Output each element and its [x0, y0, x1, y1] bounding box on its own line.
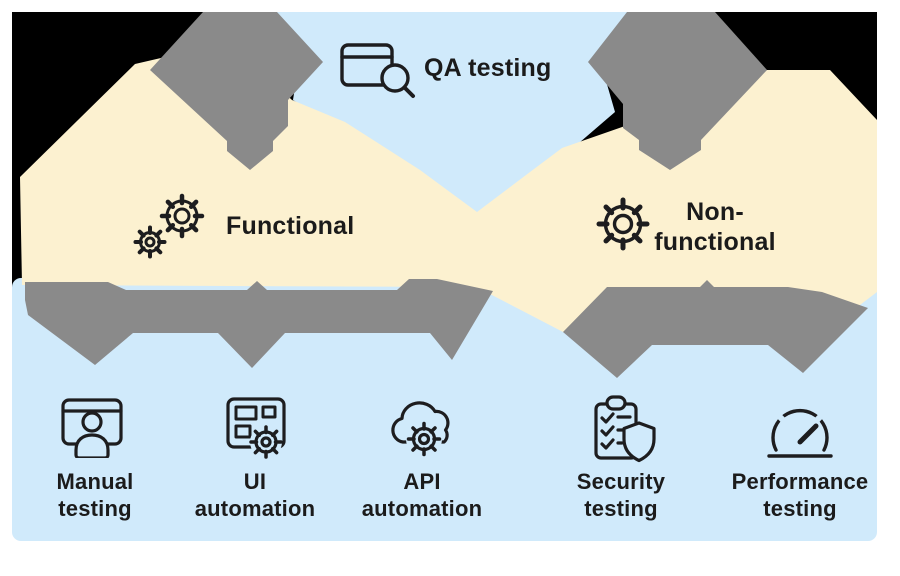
arrow-band-left — [25, 279, 493, 368]
qa-testing-label: QA testing — [424, 54, 552, 82]
browser-search-icon — [340, 43, 415, 98]
arrow-band-right — [563, 280, 868, 378]
cloud-gear-icon — [391, 401, 450, 457]
functional-label: Functional — [226, 212, 355, 240]
window-gear-icon — [226, 397, 286, 459]
arrow-right-diamond — [588, 12, 767, 170]
performance-testing-label: Performance testing — [731, 469, 869, 521]
security-testing-label: Security testing — [576, 469, 666, 521]
double-gear-icon — [133, 193, 205, 259]
ui-automation-label: UI automation — [194, 469, 316, 521]
gauge-icon — [767, 408, 833, 458]
arrow-left-diamond — [150, 12, 323, 170]
qa-bubble — [255, 12, 650, 220]
manual-testing-label: Manual testing — [56, 469, 134, 521]
api-automation-label: API automation — [361, 469, 483, 521]
non-functional-label: Non- functional — [654, 198, 776, 256]
monitor-user-icon — [61, 398, 123, 458]
clipboard-shield-icon — [594, 395, 656, 463]
gear-icon — [596, 197, 650, 251]
